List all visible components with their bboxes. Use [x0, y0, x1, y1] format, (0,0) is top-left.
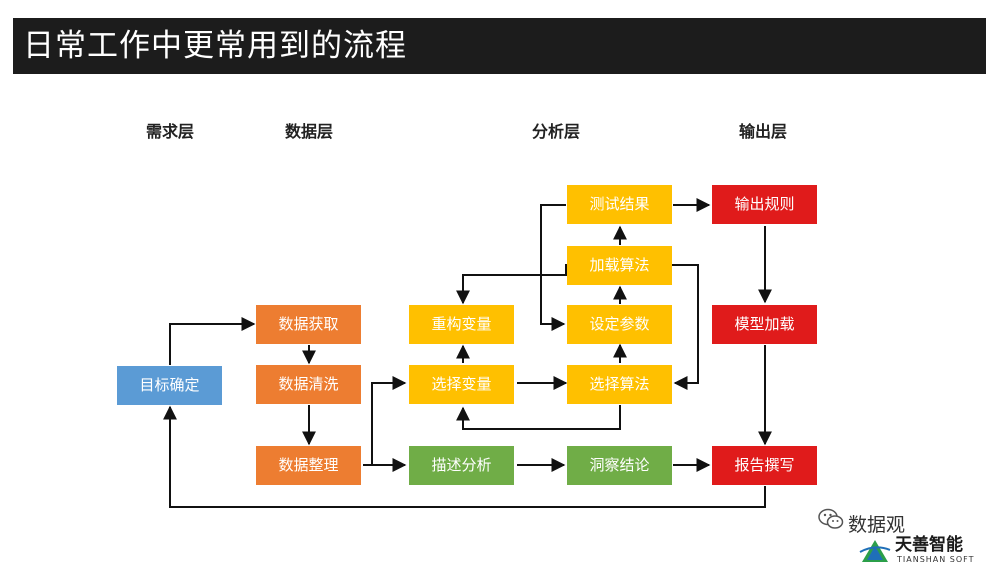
layer-label-data: 数据层 [284, 122, 333, 141]
arrow-test-to-set-params [540, 204, 566, 331]
brand-name: 天善智能 [895, 535, 963, 555]
arrow-select-algo-to-select-var [456, 405, 621, 430]
node-select-var: 选择变量 [409, 365, 514, 404]
layer-label-analysis: 分析层 [531, 122, 580, 141]
node-report: 报告撰写 [712, 446, 817, 485]
node-rebuild-var: 重构变量 [409, 305, 514, 344]
node-output-rule: 输出规则 [712, 185, 817, 224]
tianshan-logo-icon [859, 540, 891, 562]
node-test-result: 测试结果 [567, 185, 672, 224]
arrow-organize-to-select-var [371, 376, 407, 465]
node-describe: 描述分析 [409, 446, 514, 485]
arrow-load-algo-to-select-algo [673, 264, 699, 390]
layer-label-demand: 需求层 [145, 122, 194, 141]
node-model-load: 模型加载 [712, 305, 817, 344]
node-goal: 目标确定 [117, 366, 222, 405]
arrow-goal-to-acquire [169, 317, 256, 365]
node-data-organize: 数据整理 [256, 446, 361, 485]
wechat-icon [818, 508, 844, 529]
page-title: 日常工作中更常用到的流程 [13, 18, 986, 74]
node-insight: 洞察结论 [567, 446, 672, 485]
node-data-acquire: 数据获取 [256, 305, 361, 344]
node-select-algo: 选择算法 [567, 365, 672, 404]
node-set-params: 设定参数 [567, 305, 672, 344]
watermark-text: 数据观 [848, 514, 906, 536]
layer-label-output: 输出层 [738, 122, 787, 141]
node-data-clean: 数据清洗 [256, 365, 361, 404]
arrow-report-to-goal [163, 405, 766, 508]
brand-name-en: TIANSHAN SOFT [897, 555, 975, 564]
node-load-algo: 加载算法 [567, 246, 672, 285]
